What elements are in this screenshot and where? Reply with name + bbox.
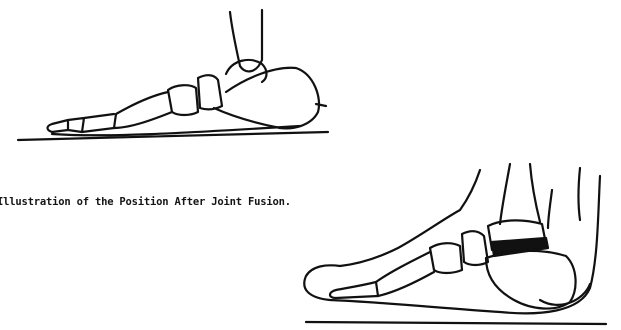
phalanges-bottom xyxy=(330,282,378,298)
cuneiform-top xyxy=(168,85,198,115)
ground-line-bottom xyxy=(306,322,606,324)
metatarsal-bottom xyxy=(376,252,434,296)
tibia-bottom xyxy=(500,164,552,228)
leg-outline xyxy=(579,168,581,220)
cuneiform-bottom xyxy=(430,243,462,273)
skin-outline xyxy=(304,170,600,313)
metatarsal-top xyxy=(114,92,172,128)
navicular-bottom xyxy=(462,231,488,265)
foot-after-fusion xyxy=(304,164,606,324)
figure-caption: Illustration of the Position After Joint… xyxy=(0,196,291,208)
calcaneus-bottom xyxy=(486,251,576,309)
heel-pad xyxy=(540,284,590,305)
foot-before-fusion xyxy=(18,10,328,140)
phalanges-top xyxy=(48,114,115,132)
navicular-top xyxy=(198,75,222,109)
tick-mark-top xyxy=(316,104,326,106)
